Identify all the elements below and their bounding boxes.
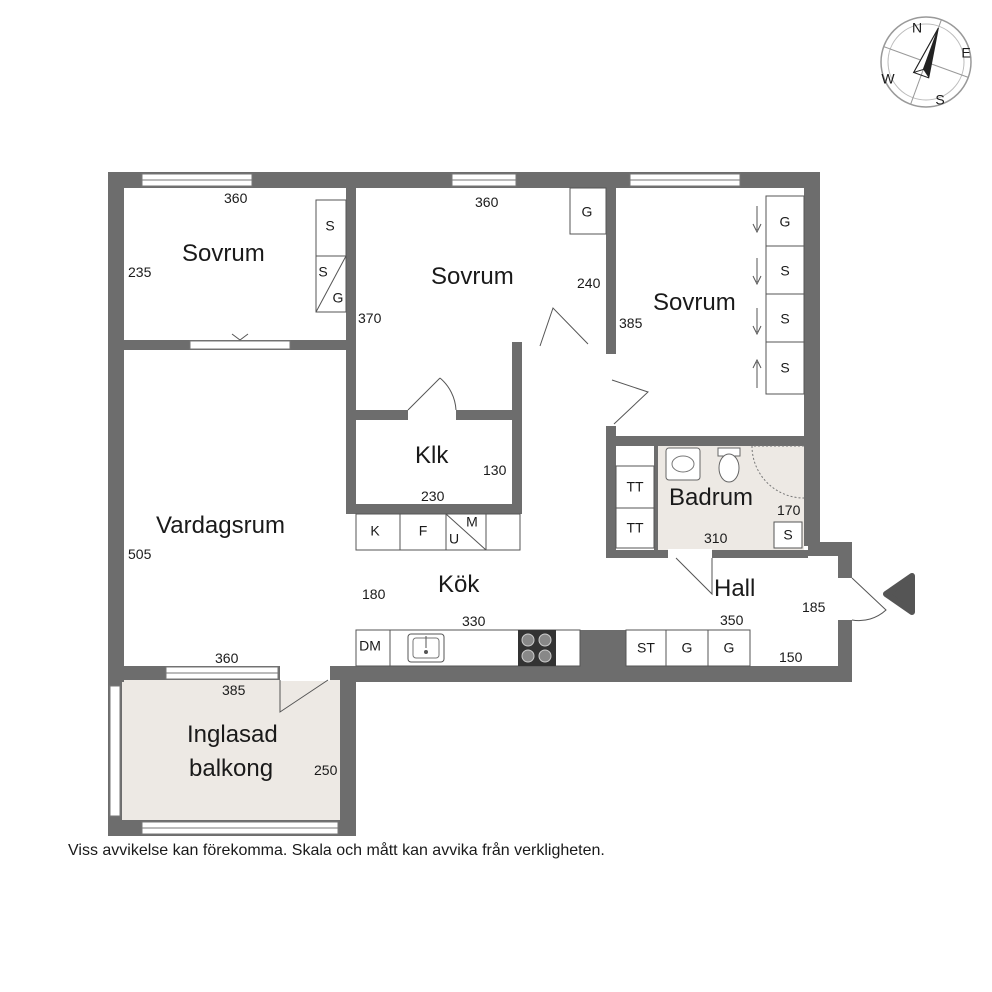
fixture-st: ST: [637, 640, 655, 656]
room-badrum: Badrum: [669, 484, 753, 511]
fixture-s: S: [325, 218, 334, 234]
compass-e: E: [961, 45, 970, 61]
balkong-floor: [122, 680, 344, 820]
fixture-dm: DM: [359, 638, 381, 654]
fixture-s: S: [780, 311, 789, 327]
dim-sovrum1-width: 360: [224, 190, 248, 206]
fixture-tt: TT: [626, 479, 644, 495]
dim-kok-width: 330: [462, 613, 486, 629]
compass-icon: N E S W: [880, 16, 972, 108]
fixture-s: S: [318, 264, 327, 280]
fixture-s: S: [780, 263, 789, 279]
dim-sovrum3-depth: 385: [619, 315, 643, 331]
fixture-k: K: [370, 523, 380, 539]
fixture-s: S: [783, 527, 792, 543]
dim-klk-depth: 130: [483, 462, 507, 478]
fixture-s: S: [780, 360, 789, 376]
doors: [279, 307, 887, 713]
dim-sovrum2-width: 360: [475, 194, 499, 210]
hall-cabinets: ST G G: [625, 629, 751, 667]
room-balkong-line2: balkong: [189, 755, 273, 782]
room-sovrum-1: Sovrum: [182, 240, 265, 267]
dim-sovrum2-side: 240: [577, 275, 601, 291]
fixture-u: U: [449, 531, 459, 547]
compass-n: N: [912, 20, 922, 36]
entrance-arrow-icon: [883, 573, 915, 615]
dim-sovrum1-depth: 235: [128, 264, 152, 280]
fixture-g: G: [682, 640, 693, 656]
wardrobe-sovrum-2: G: [569, 187, 607, 235]
room-klk: Klk: [415, 442, 449, 469]
dim-balkong-depth: 250: [314, 762, 338, 778]
compass-s: S: [935, 92, 944, 108]
room-hall: Hall: [714, 575, 755, 602]
kitchen-lower-counter: DM: [355, 629, 581, 667]
wardrobes-sovrum-1: S S G: [315, 199, 347, 313]
dim-vardagsrum-width: 360: [215, 650, 239, 666]
shower-icon: [751, 445, 805, 499]
dim-klk-width: 230: [421, 488, 445, 504]
dim-badrum-width: 310: [704, 530, 728, 546]
wardrobes-sovrum-3: G S S S: [752, 195, 805, 395]
room-sovrum-2: Sovrum: [431, 263, 514, 290]
dim-sovrum2-depth: 370: [358, 310, 382, 326]
room-kok: Kök: [438, 571, 480, 598]
dim-hall-width: 350: [720, 612, 744, 628]
fixture-g: G: [582, 204, 593, 220]
fixture-g: G: [333, 290, 344, 306]
room-vardagsrum: Vardagsrum: [156, 512, 285, 539]
fixture-g: G: [724, 640, 735, 656]
kitchen-upper-counter: K F M U: [355, 513, 521, 551]
dim-badrum-depth: 170: [777, 502, 801, 518]
bathroom-fixtures: TT TT S: [615, 445, 805, 549]
dim-kok-depth: 180: [362, 586, 386, 602]
fixture-tt: TT: [626, 520, 644, 536]
room-balkong-line1: Inglasad: [187, 721, 278, 748]
compass-w: W: [881, 71, 895, 87]
windows: [109, 173, 741, 835]
dim-hall-depth: 185: [802, 599, 826, 615]
dim-vardagsrum-depth: 505: [128, 546, 152, 562]
disclaimer-text: Viss avvikelse kan förekomma. Skala och …: [68, 842, 605, 859]
fixture-m: M: [466, 514, 478, 530]
fixture-g: G: [780, 214, 791, 230]
dim-balkong-width: 385: [222, 682, 246, 698]
fixture-f: F: [419, 523, 428, 539]
room-sovrum-3: Sovrum: [653, 289, 736, 316]
dim-hall-bottom: 150: [779, 649, 803, 665]
